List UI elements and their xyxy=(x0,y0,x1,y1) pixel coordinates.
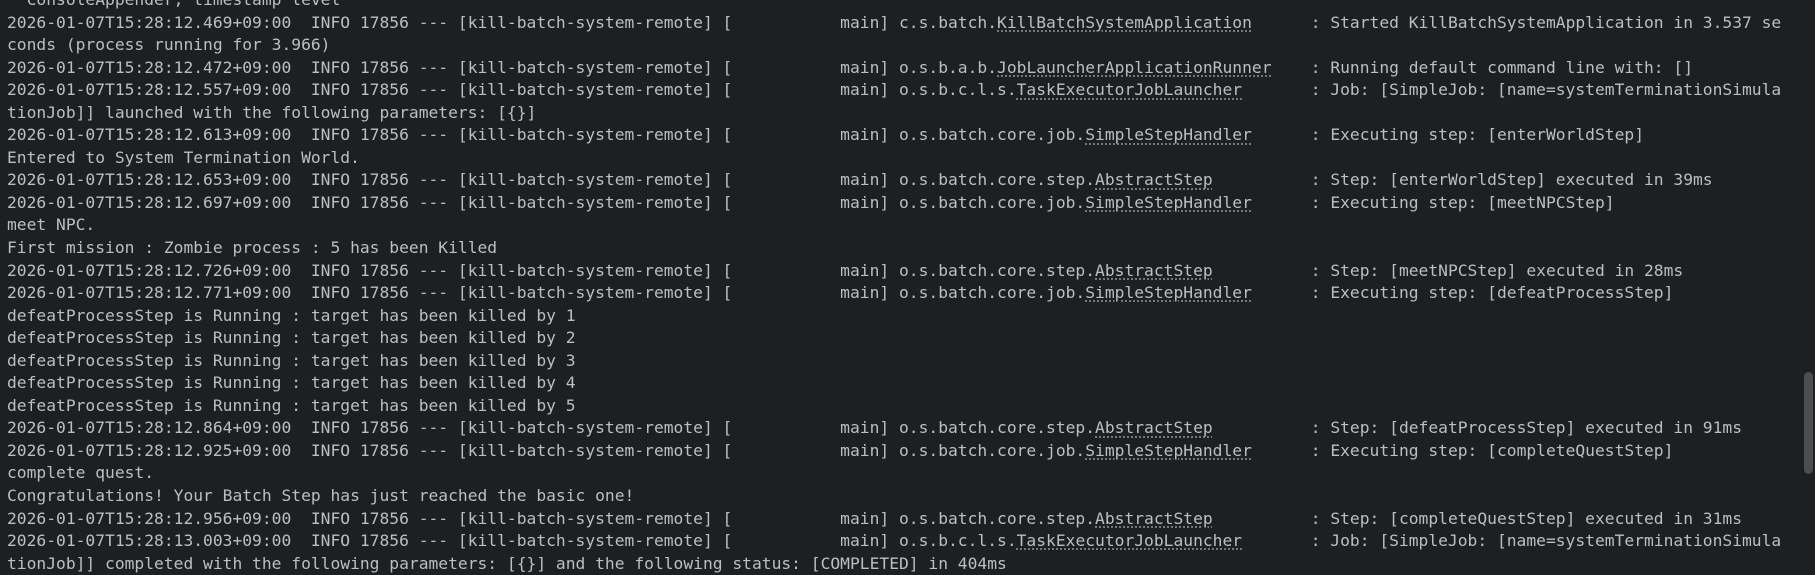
output-text: meet NPC. xyxy=(7,215,96,235)
output-text: First mission : Zombie process : 5 has b… xyxy=(7,238,498,258)
log-prefix: 2026-01-07T15:28:13.003+09:00 INFO 17856… xyxy=(7,531,1017,551)
log-padding xyxy=(1242,531,1311,550)
output-line: Congratulations! Your Batch Step has jus… xyxy=(7,485,1803,508)
log-padding xyxy=(1252,441,1311,460)
log-prefix: 2026-01-07T15:28:12.925+09:00 INFO 17856… xyxy=(7,440,1086,460)
output-line: defeatProcessStep is Running : target ha… xyxy=(7,305,1803,328)
log-prefix: 2026-01-07T15:28:12.653+09:00 INFO 17856… xyxy=(7,170,1096,190)
log-padding xyxy=(1252,13,1311,32)
output-line: defeatProcessStep is Running : target ha… xyxy=(7,350,1803,373)
log-line: 2026-01-07T15:28:12.469+09:00 INFO 17856… xyxy=(7,12,1803,35)
log-prefix: 2026-01-07T15:28:12.864+09:00 INFO 17856… xyxy=(7,418,1096,438)
logger-class-link[interactable]: SimpleStepHandler xyxy=(1085,440,1252,460)
output-line: defeatProcessStep is Running : target ha… xyxy=(7,395,1803,418)
output-line: meet NPC. xyxy=(7,214,1803,237)
log-line: 2026-01-07T15:28:12.613+09:00 INFO 17856… xyxy=(7,124,1803,147)
logger-class-link[interactable]: AbstractStep xyxy=(1095,260,1213,280)
output-line: Entered to System Termination World. xyxy=(7,147,1803,170)
output-line: defeatProcessStep is Running : target ha… xyxy=(7,372,1803,395)
output-text: conds (process running for 3.966) xyxy=(7,35,331,55)
logger-class-link[interactable]: TaskExecutorJobLauncher xyxy=(1016,80,1243,100)
output-text: tionJob]] launched with the following pa… xyxy=(7,102,537,122)
output-text: ConsoleAppender, timestamp level xyxy=(7,0,341,9)
log-message: : Executing step: [enterWorldStep] xyxy=(1310,125,1644,145)
log-padding xyxy=(1213,170,1311,189)
log-prefix: 2026-01-07T15:28:12.697+09:00 INFO 17856… xyxy=(7,192,1086,212)
output-line: defeatProcessStep is Running : target ha… xyxy=(7,327,1803,350)
log-message: : Job: [SimpleJob: [name=systemTerminati… xyxy=(1310,531,1782,551)
log-message: : Step: [defeatProcessStep] executed in … xyxy=(1310,418,1743,438)
log-message: : Executing step: [meetNPCStep] xyxy=(1310,192,1615,212)
log-prefix: 2026-01-07T15:28:12.613+09:00 INFO 17856… xyxy=(7,125,1086,145)
log-padding xyxy=(1272,58,1311,77)
log-message: : Step: [meetNPCStep] executed in 28ms xyxy=(1310,260,1684,280)
log-line: 2026-01-07T15:28:12.864+09:00 INFO 17856… xyxy=(7,417,1803,440)
log-line: 2026-01-07T15:28:12.472+09:00 INFO 17856… xyxy=(7,57,1803,80)
output-line: ConsoleAppender, timestamp level xyxy=(7,0,1803,12)
output-line: complete quest. xyxy=(7,462,1803,485)
log-padding xyxy=(1252,125,1311,144)
log-padding xyxy=(1213,418,1311,437)
log-message: : Step: [enterWorldStep] executed in 39m… xyxy=(1310,170,1713,190)
log-prefix: 2026-01-07T15:28:12.469+09:00 INFO 17856… xyxy=(7,12,998,32)
log-prefix: 2026-01-07T15:28:12.726+09:00 INFO 17856… xyxy=(7,260,1096,280)
log-line: 2026-01-07T15:28:13.003+09:00 INFO 17856… xyxy=(7,530,1803,553)
logger-class-link[interactable]: SimpleStepHandler xyxy=(1085,283,1252,303)
log-padding xyxy=(1252,283,1311,302)
log-message: : Running default command line with: [] xyxy=(1310,57,1694,77)
log-message: : Step: [completeQuestStep] executed in … xyxy=(1310,508,1743,528)
log-prefix: 2026-01-07T15:28:12.956+09:00 INFO 17856… xyxy=(7,508,1096,528)
logger-class-link[interactable]: AbstractStep xyxy=(1095,418,1213,438)
log-line: 2026-01-07T15:28:12.697+09:00 INFO 17856… xyxy=(7,192,1803,215)
output-text: defeatProcessStep is Running : target ha… xyxy=(7,350,576,370)
output-text: defeatProcessStep is Running : target ha… xyxy=(7,373,576,393)
output-line: conds (process running for 3.966) xyxy=(7,34,1803,57)
vertical-scrollbar-thumb[interactable] xyxy=(1804,372,1813,474)
output-text: defeatProcessStep is Running : target ha… xyxy=(7,395,576,415)
logger-class-link[interactable]: JobLauncherApplicationRunner xyxy=(997,57,1272,77)
log-prefix: 2026-01-07T15:28:12.771+09:00 INFO 17856… xyxy=(7,283,1086,303)
logger-class-link[interactable]: KillBatchSystemApplication xyxy=(997,12,1252,32)
log-line: 2026-01-07T15:28:12.726+09:00 INFO 17856… xyxy=(7,260,1803,283)
output-text: Entered to System Termination World. xyxy=(7,147,360,167)
log-line: 2026-01-07T15:28:12.557+09:00 INFO 17856… xyxy=(7,79,1803,102)
log-message: : Executing step: [defeatProcessStep] xyxy=(1310,283,1674,303)
output-text: complete quest. xyxy=(7,463,155,483)
log-message: : Executing step: [completeQuestStep] xyxy=(1310,440,1674,460)
logger-class-link[interactable]: AbstractStep xyxy=(1095,508,1213,528)
logger-class-link[interactable]: TaskExecutorJobLauncher xyxy=(1016,531,1243,551)
log-line: 2026-01-07T15:28:12.925+09:00 INFO 17856… xyxy=(7,440,1803,463)
output-text: defeatProcessStep is Running : target ha… xyxy=(7,305,576,325)
output-line: tionJob]] completed with the following p… xyxy=(7,553,1803,575)
output-text: tionJob]] completed with the following p… xyxy=(7,553,1007,573)
log-padding xyxy=(1213,509,1311,528)
logger-class-link[interactable]: SimpleStepHandler xyxy=(1085,192,1252,212)
output-text: defeatProcessStep is Running : target ha… xyxy=(7,328,576,348)
log-line: 2026-01-07T15:28:12.956+09:00 INFO 17856… xyxy=(7,508,1803,531)
log-padding xyxy=(1242,80,1311,99)
output-line: tionJob]] launched with the following pa… xyxy=(7,102,1803,125)
output-text: Congratulations! Your Batch Step has jus… xyxy=(7,486,635,506)
log-prefix: 2026-01-07T15:28:12.472+09:00 INFO 17856… xyxy=(7,57,998,77)
log-message: : Job: [SimpleJob: [name=systemTerminati… xyxy=(1310,80,1782,100)
output-line: First mission : Zombie process : 5 has b… xyxy=(7,237,1803,260)
log-padding xyxy=(1252,193,1311,212)
log-prefix: 2026-01-07T15:28:12.557+09:00 INFO 17856… xyxy=(7,80,1017,100)
log-padding xyxy=(1213,261,1311,280)
logger-class-link[interactable]: SimpleStepHandler xyxy=(1085,125,1252,145)
log-line: 2026-01-07T15:28:12.653+09:00 INFO 17856… xyxy=(7,169,1803,192)
log-line: 2026-01-07T15:28:12.771+09:00 INFO 17856… xyxy=(7,282,1803,305)
logger-class-link[interactable]: AbstractStep xyxy=(1095,170,1213,190)
log-message: : Started KillBatchSystemApplication in … xyxy=(1310,12,1782,32)
console-log-lines: ConsoleAppender, timestamp level 2026-01-… xyxy=(7,0,1803,575)
